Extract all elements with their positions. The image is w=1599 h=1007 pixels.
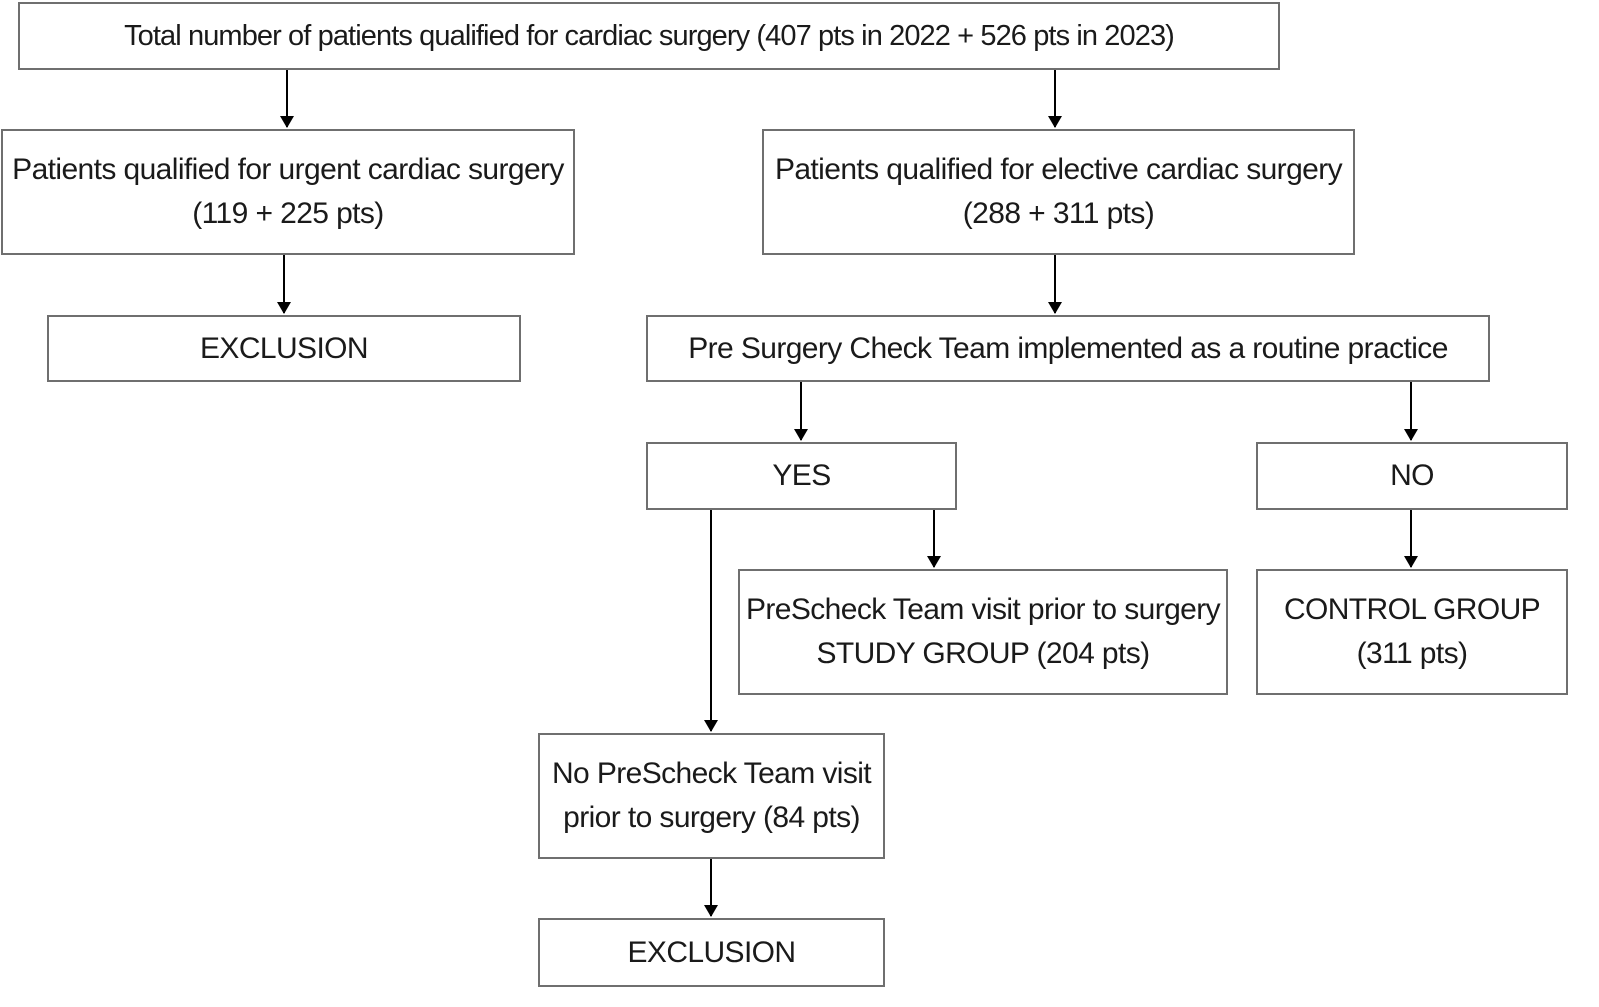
yes-text: YES xyxy=(772,459,831,492)
no-visit-count: prior to surgery (84 pts) xyxy=(563,801,860,834)
exclusion-no-visit-text: EXCLUSION xyxy=(627,935,797,969)
study-group-box: PreScheck Team visit prior to surgery ST… xyxy=(738,569,1228,695)
urgent-surgery-box: Patients qualified for urgent cardiac su… xyxy=(1,129,575,255)
yes-box: YES xyxy=(646,442,957,510)
urgent-surgery-count: (119 + 225 pts) xyxy=(192,197,384,230)
exclusion-urgent-text: EXCLUSION xyxy=(200,331,369,365)
elective-surgery-box: Patients qualified for elective cardiac … xyxy=(762,129,1355,255)
elective-surgery-title: Patients qualified for elective cardiac … xyxy=(774,153,1343,186)
no-visit-box: No PreScheck Team visit prior to surgery… xyxy=(538,733,885,859)
study-group-title: PreScheck Team visit prior to surgery xyxy=(745,593,1221,626)
exclusion-no-visit-box: EXCLUSION xyxy=(538,918,885,987)
pre-surgery-check-team-text: Pre Surgery Check Team implemented as a … xyxy=(688,331,1448,365)
total-patients-box: Total number of patients qualified for c… xyxy=(18,2,1280,70)
no-box: NO xyxy=(1256,442,1568,510)
exclusion-urgent-box: EXCLUSION xyxy=(47,315,521,382)
total-patients-text: Total number of patients qualified for c… xyxy=(124,20,1175,52)
elective-surgery-count: (288 + 311 pts) xyxy=(962,197,1155,230)
control-group-title: CONTROL GROUP xyxy=(1283,593,1541,626)
study-group-count: STUDY GROUP (204 pts) xyxy=(816,637,1150,670)
control-group-count: (311 pts) xyxy=(1356,637,1468,670)
no-text: NO xyxy=(1390,459,1434,492)
no-visit-title: No PreScheck Team visit xyxy=(551,757,872,790)
urgent-surgery-title: Patients qualified for urgent cardiac su… xyxy=(12,153,564,186)
pre-surgery-check-team-box: Pre Surgery Check Team implemented as a … xyxy=(646,315,1490,382)
control-group-box: CONTROL GROUP (311 pts) xyxy=(1256,569,1568,695)
